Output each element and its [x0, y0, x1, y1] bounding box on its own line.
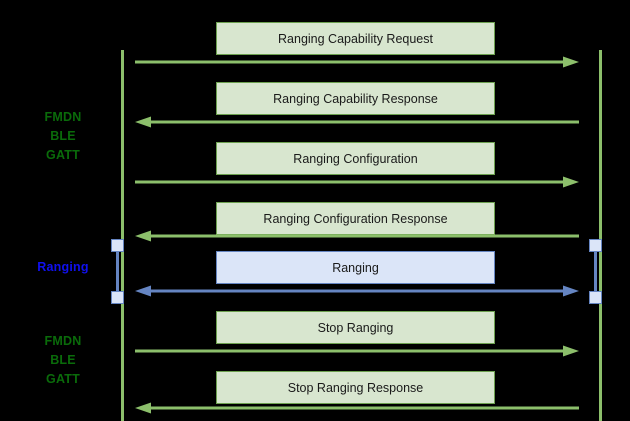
- activation-bar-left: [116, 246, 119, 300]
- message-arrow-right-3: [135, 345, 579, 357]
- activation-marker-left-end: [111, 291, 124, 304]
- message-arrow-left-2: [135, 230, 579, 242]
- message-box-ranging[interactable]: Ranging: [216, 251, 495, 284]
- phase-label-fmdn-ble-gatt-top: FMDN BLE GATT: [44, 110, 82, 162]
- message-arrow-bidirectional-ranging: [135, 285, 579, 297]
- message-arrow-right-2: [135, 176, 579, 188]
- activation-marker-left-start: [111, 239, 124, 252]
- message-arrow-right-1: [135, 56, 579, 68]
- phase-label-fmdn-ble-gatt-bottom: FMDN BLE GATT: [44, 334, 82, 386]
- lifeline-right: [599, 50, 602, 421]
- activation-marker-right-start: [589, 239, 602, 252]
- message-arrow-left-3: [135, 402, 579, 414]
- message-box-ranging-configuration[interactable]: Ranging Configuration: [216, 142, 495, 175]
- phase-label-ranging: Ranging: [37, 260, 89, 274]
- message-box-ranging-capability-request[interactable]: Ranging Capability Request: [216, 22, 495, 55]
- lifeline-left: [121, 50, 124, 421]
- activation-bar-right: [594, 246, 597, 300]
- message-box-stop-ranging-response[interactable]: Stop Ranging Response: [216, 371, 495, 404]
- message-box-ranging-configuration-response[interactable]: Ranging Configuration Response: [216, 202, 495, 235]
- message-box-stop-ranging[interactable]: Stop Ranging: [216, 311, 495, 344]
- message-box-ranging-capability-response[interactable]: Ranging Capability Response: [216, 82, 495, 115]
- activation-marker-right-end: [589, 291, 602, 304]
- message-arrow-left-1: [135, 116, 579, 128]
